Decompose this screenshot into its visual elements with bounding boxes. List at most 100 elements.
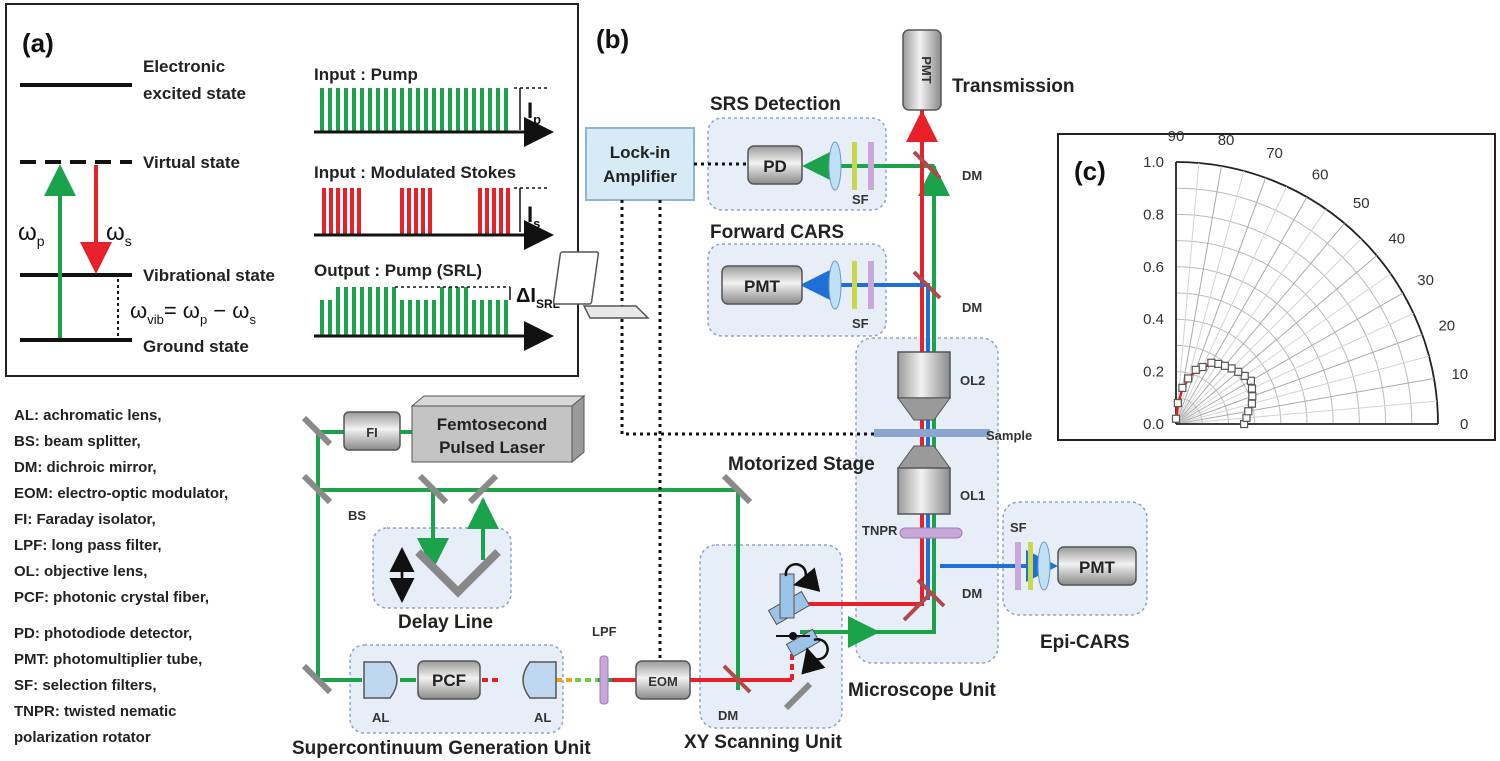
delay-mirror-in (417, 473, 449, 505)
radial-tick-label: 0.0 (1143, 416, 1164, 433)
srs-filters (828, 141, 874, 191)
supercontinuum-label: Supercontinuum Generation Unit (292, 738, 591, 759)
pump-pulse (392, 88, 396, 132)
panel-a-label: (a) (22, 28, 54, 58)
objective-lens-ol2 (897, 351, 951, 421)
output-pulse (328, 300, 332, 336)
output-pulse (408, 300, 412, 336)
angle-tick-label: 80 (1218, 132, 1235, 149)
pump-pulse (408, 88, 412, 132)
mirror-fold-4 (783, 681, 813, 711)
tnpr-label: TNPR (862, 523, 898, 538)
pump-pulse (368, 88, 372, 132)
pd-label: PD (763, 157, 787, 176)
galvo-scanner (767, 563, 829, 675)
scope-input-mirror (902, 592, 932, 622)
stokes-pulse (506, 188, 510, 235)
electro-optic-modulator (635, 660, 691, 700)
stokes-pulse (357, 188, 361, 235)
angle-tick-label: 30 (1417, 272, 1434, 289)
angular-gridline (1175, 186, 1288, 425)
angle-tick-label: 60 (1312, 166, 1329, 183)
sf-label-forward: SF (852, 316, 869, 331)
mirror-fold-3 (301, 663, 333, 695)
data-point (1240, 371, 1249, 381)
angular-gridline (1175, 255, 1378, 425)
polar-grid (1175, 161, 1439, 425)
angle-tick-label: 50 (1353, 195, 1370, 212)
output-pulse (376, 287, 380, 336)
pump-pulse (496, 88, 500, 132)
objective-lens-ol1 (897, 445, 951, 515)
pump-pulse (424, 88, 428, 132)
radial-tick-label: 0.4 (1143, 311, 1164, 328)
microscope-unit-label: Microscope Unit (848, 680, 996, 701)
sf-label-srs: SF (852, 192, 869, 207)
sf-label-epi: SF (1010, 520, 1027, 535)
panel-b-label: (b) (596, 24, 629, 54)
angular-gridline (1175, 333, 1423, 425)
data-point (1248, 392, 1257, 401)
label-ground: Ground state (143, 337, 249, 356)
label-electronic-1: Electronic (143, 57, 225, 76)
data-point (1247, 399, 1257, 408)
radial-tick-labels: 0.00.20.40.60.81.0 (1143, 154, 1164, 433)
abbrev-line: LPF: long pass filter, (14, 537, 162, 554)
angular-gridline (1175, 355, 1430, 425)
laser-label-1: Femtosecond (437, 415, 548, 434)
radial-tick-label: 0.8 (1143, 206, 1164, 223)
output-pulse (392, 287, 396, 336)
output-pulse (504, 300, 508, 336)
stokes-pulse (421, 188, 425, 235)
is-label: Is (527, 202, 540, 231)
retroreflector (415, 549, 501, 598)
output-pulse (472, 300, 476, 336)
abbrev-line: polarization rotator (14, 729, 151, 746)
forward-pmt (721, 265, 803, 305)
abbrev-line: OL: objective lens, (14, 563, 147, 580)
achromatic-lens-2 (522, 661, 557, 699)
pump-pulse (336, 88, 340, 132)
data-point (1234, 367, 1243, 376)
al-label-1: AL (372, 710, 389, 725)
abbrev-line: DM: dichroic mirror, (14, 459, 157, 476)
pump-pulse (504, 88, 508, 132)
output-pulse (440, 287, 444, 336)
achromatic-lens-1 (363, 661, 398, 699)
ol1-label: OL1 (960, 488, 985, 503)
output-pulse (368, 287, 372, 336)
al-label-2: AL (534, 710, 551, 725)
data-point (1242, 413, 1251, 422)
dm-mirror-bottom (916, 578, 946, 608)
data-points (1171, 358, 1257, 429)
output-pulse (432, 300, 436, 336)
abbrev-line: TNPR: twisted nematic (14, 703, 177, 720)
data-point (1198, 362, 1207, 372)
bs-label: BS (348, 508, 366, 523)
data-point (1191, 365, 1200, 374)
output-pulse (352, 287, 356, 336)
output-pulse (480, 300, 484, 336)
data-point (1247, 384, 1257, 393)
pmt-forward-label: PMT (744, 277, 781, 296)
stokes-pulse (322, 188, 326, 235)
angular-gridline (1175, 196, 1308, 425)
output-pulse (360, 287, 364, 336)
panel-c-label: (c) (1074, 156, 1106, 186)
lockin-line-2: Amplifier (603, 167, 677, 186)
angular-gridline (1175, 162, 1200, 425)
abbrev-line: EOM: electro-optic modulator, (14, 485, 228, 502)
stokes-pulse (350, 188, 354, 235)
angular-gridline (1175, 312, 1414, 425)
stokes-pulse (407, 188, 411, 235)
beam-splitter (301, 473, 333, 505)
abbrev-line: BS: beam splitter, (14, 433, 141, 450)
stokes-pulse (329, 188, 333, 235)
dm-combiner (722, 664, 752, 694)
label-electronic-2: excited state (143, 84, 246, 103)
data-point (1171, 414, 1181, 423)
ip-label: Ip (527, 98, 541, 127)
pump-pulse (400, 88, 404, 132)
angular-gridline (1175, 292, 1404, 425)
